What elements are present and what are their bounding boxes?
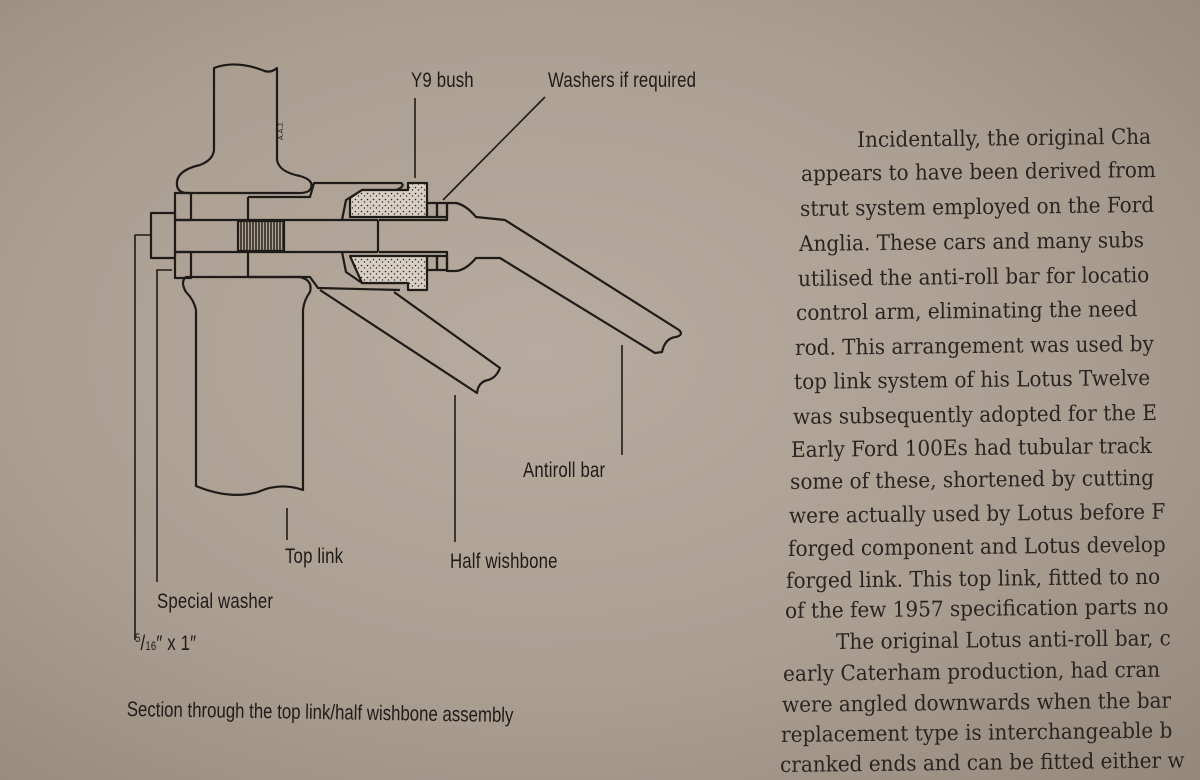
label-antiroll-bar: Antiroll bar (523, 459, 606, 482)
lower-upright (181, 275, 312, 496)
y9-bush-upper (348, 181, 429, 219)
half-wishbone (319, 289, 502, 395)
bolt-thread (236, 219, 286, 253)
bolt-size-rest: ″ x 1″ (156, 632, 197, 655)
washer-upper-1 (425, 201, 439, 219)
y9-bush-lower (348, 254, 429, 292)
leader-washers (442, 96, 546, 201)
label-y9-bush: Y9 bush (411, 69, 474, 92)
upper-upright (175, 63, 313, 195)
bolt-head (149, 211, 177, 260)
bolt-size-denominator: 16 (145, 639, 157, 653)
top-link-body (246, 181, 404, 292)
label-washers: Washers if required (548, 69, 697, 92)
leader-bolt (134, 234, 150, 640)
bolt-size-numerator: 5 (135, 631, 141, 645)
washer-lower-1 (425, 254, 439, 272)
washer-lower-2 (435, 254, 449, 272)
leader-special-washer (156, 269, 172, 582)
label-special-washer: Special washer (157, 590, 274, 613)
label-half-wishbone: Half wishbone (450, 550, 558, 573)
special-washer-upper (173, 191, 193, 222)
label-top-link: Top link (285, 545, 344, 568)
artist-signature: A.A.J. (278, 121, 285, 140)
washer-upper-2 (435, 201, 449, 219)
special-washer-lower (173, 250, 193, 280)
label-bolt-size: 5/16″ x 1″ (135, 631, 197, 655)
antiroll-bar (379, 201, 683, 355)
